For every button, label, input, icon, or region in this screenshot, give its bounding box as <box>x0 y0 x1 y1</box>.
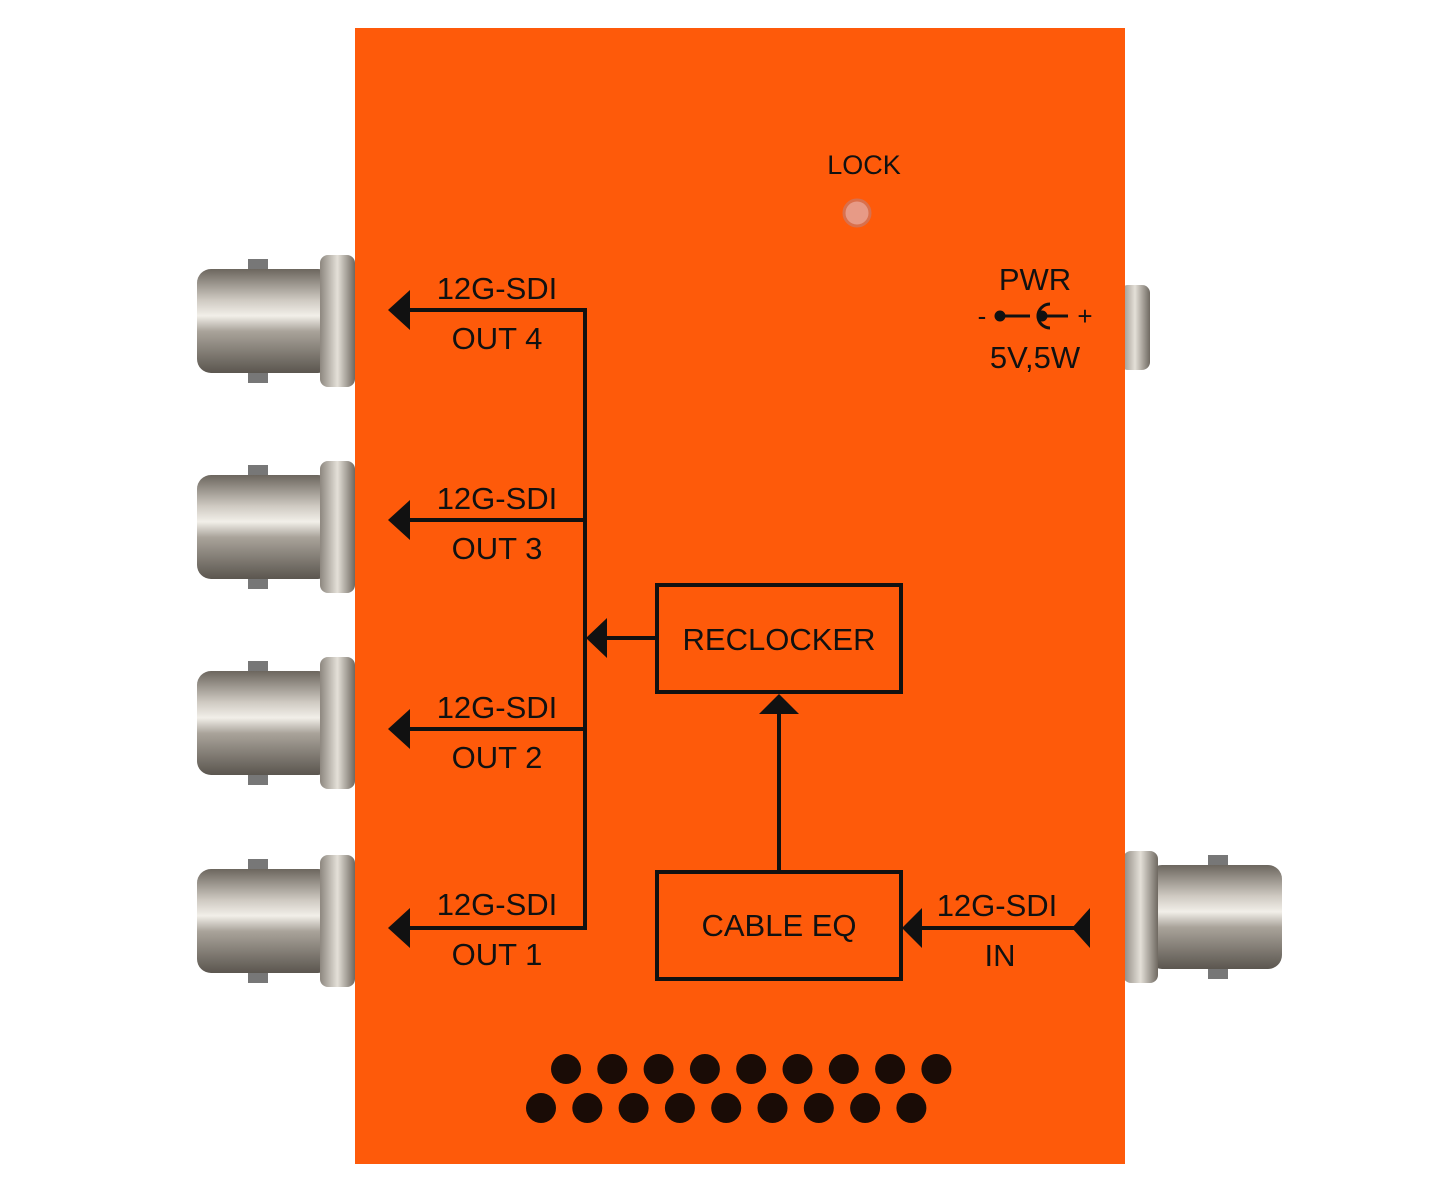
vent-hole <box>828 1054 859 1084</box>
vent-hole <box>551 1054 581 1084</box>
vent-hole <box>643 1054 674 1084</box>
bnc-connector-in <box>1123 851 1282 983</box>
vent-hole <box>664 1093 695 1123</box>
arrow-eq-to-reclocker <box>759 694 799 714</box>
vent-hole <box>572 1093 603 1123</box>
out-2-name: OUT 2 <box>452 740 543 775</box>
dc-polarity-icon <box>994 302 1068 330</box>
vent-hole <box>782 1054 813 1084</box>
power-minus: - <box>978 301 987 331</box>
input-tail <box>1072 908 1090 948</box>
vent-hole <box>896 1093 927 1123</box>
out-1-name: OUT 1 <box>452 937 543 972</box>
vent-hole <box>803 1093 834 1123</box>
arrow-out-4 <box>388 290 410 330</box>
vent-hole <box>736 1054 767 1084</box>
signal-lines <box>405 308 1080 930</box>
lock-label: LOCK <box>827 150 901 180</box>
bnc-connector-out-3 <box>197 461 355 593</box>
power-rating: 5V,5W <box>990 340 1081 375</box>
arrow-out-2 <box>388 709 410 749</box>
device-body <box>355 28 1125 1164</box>
vent-hole <box>757 1093 788 1123</box>
in-name: IN <box>985 938 1016 973</box>
vent-hole <box>921 1054 952 1084</box>
ventilation-holes <box>526 1054 952 1123</box>
cable-eq-block <box>655 870 903 981</box>
vent-hole <box>689 1054 720 1084</box>
lock-led <box>842 198 872 228</box>
power-label: PWR <box>999 262 1071 297</box>
out-1-type: 12G-SDI <box>437 887 558 922</box>
out-2-type: 12G-SDI <box>437 690 558 725</box>
vent-hole <box>526 1093 556 1123</box>
arrowheads <box>388 290 1090 948</box>
out-4-name: OUT 4 <box>452 321 543 356</box>
vent-hole <box>850 1093 881 1123</box>
power-plus: + <box>1077 301 1092 331</box>
vent-hole <box>618 1093 649 1123</box>
vent-hole <box>597 1054 628 1084</box>
reclocker-label: RECLOCKER <box>683 622 876 657</box>
bnc-connector-out-4 <box>197 255 355 387</box>
out-4-type: 12G-SDI <box>437 271 558 306</box>
reclocker-block <box>655 583 903 694</box>
bnc-connector-out-2 <box>197 657 355 789</box>
in-type: 12G-SDI <box>937 888 1058 923</box>
cable-eq-label: CABLE EQ <box>701 908 856 943</box>
arrow-out-1 <box>388 908 410 948</box>
out-3-name: OUT 3 <box>452 531 543 566</box>
arrow-out-3 <box>388 500 410 540</box>
vent-hole <box>875 1054 906 1084</box>
out-3-type: 12G-SDI <box>437 481 558 516</box>
arrow-into-eq <box>902 908 922 948</box>
vent-hole <box>711 1093 742 1123</box>
power-jack <box>1120 285 1150 370</box>
arrow-reclocker-out <box>586 618 607 658</box>
bnc-connector-out-1 <box>197 855 355 987</box>
